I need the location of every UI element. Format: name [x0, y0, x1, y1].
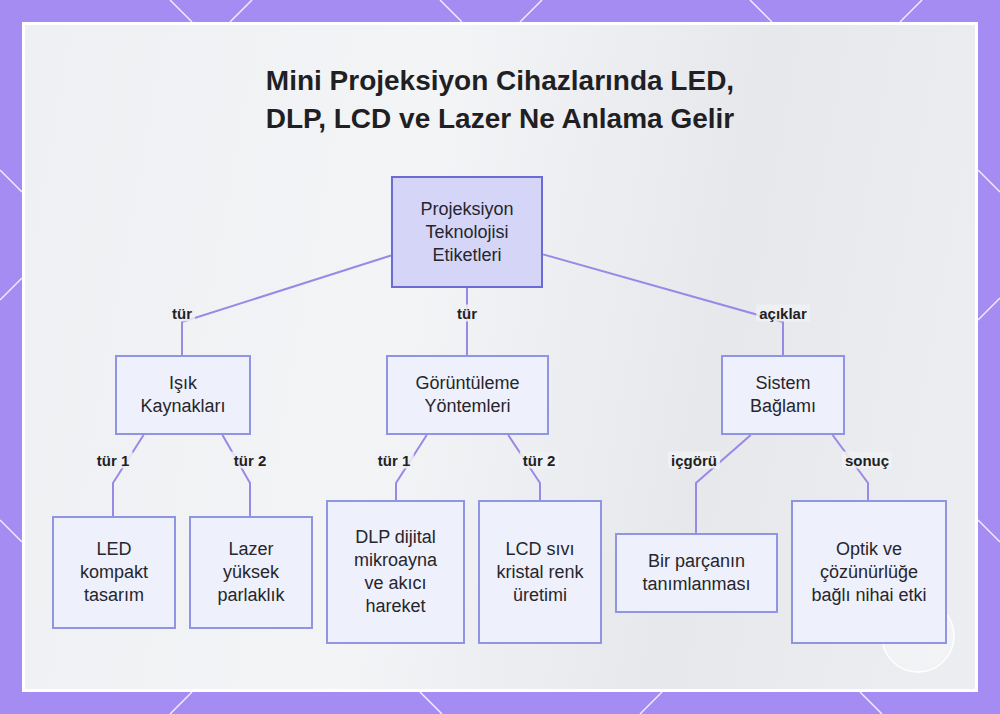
node-text: Projeksiyon Teknolojisi Etiketleri: [409, 198, 525, 267]
node-text: Işık Kaynakları: [133, 372, 233, 418]
node-text: LED kompakt tasarım: [70, 538, 158, 607]
edge-label: içgörü: [668, 452, 720, 469]
concept-box: Görüntüleme Yöntemleri: [386, 355, 549, 435]
concept-box: Bir parçanın tanımlanması: [615, 533, 778, 613]
node-text: DLP dijital mikroayna ve akıcı hareket: [344, 526, 447, 618]
node-text: Bir parçanın tanımlanması: [633, 550, 760, 596]
edge-label: tür: [169, 305, 195, 322]
connector-line: [696, 435, 751, 533]
diagram-title: Mini Projeksiyon Cihazlarında LED, DLP, …: [235, 62, 765, 138]
concept-box: Lazer yüksek parlaklık: [189, 516, 313, 629]
connector-line: [113, 435, 144, 516]
concept-box: LED kompakt tasarım: [52, 516, 176, 629]
concept-box: DLP dijital mikroayna ve akıcı hareket: [326, 500, 465, 644]
node-text: Sistem Bağlamı: [739, 372, 827, 418]
edge-label: açıklar: [756, 305, 810, 322]
edge-label: sonuç: [842, 452, 892, 469]
concept-box: LCD sıvı kristal renk üretimi: [478, 500, 602, 644]
edge-label: tür 2: [231, 452, 270, 469]
connector-line: [222, 435, 250, 516]
concept-box: Optik ve çözünürlüğe bağlı nihai etki: [791, 500, 947, 644]
node-text: LCD sıvı kristal renk üretimi: [496, 538, 584, 607]
node-text: Görüntüleme Yöntemleri: [404, 372, 531, 418]
connector-line: [543, 254, 783, 355]
edge-label: tür 1: [375, 452, 414, 469]
edge-label: tür: [454, 305, 480, 322]
concept-box: Sistem Bağlamı: [721, 355, 845, 435]
node-text: Lazer yüksek parlaklık: [207, 538, 295, 607]
concept-box: Işık Kaynakları: [115, 355, 251, 435]
root-box: Projeksiyon Teknolojisi Etiketleri: [391, 176, 543, 288]
edge-label: tür 2: [520, 452, 559, 469]
connector-line: [466, 288, 468, 355]
connector-line: [182, 256, 391, 355]
edge-label: tür 1: [94, 452, 133, 469]
node-text: Optik ve çözünürlüğe bağlı nihai etki: [809, 538, 929, 607]
